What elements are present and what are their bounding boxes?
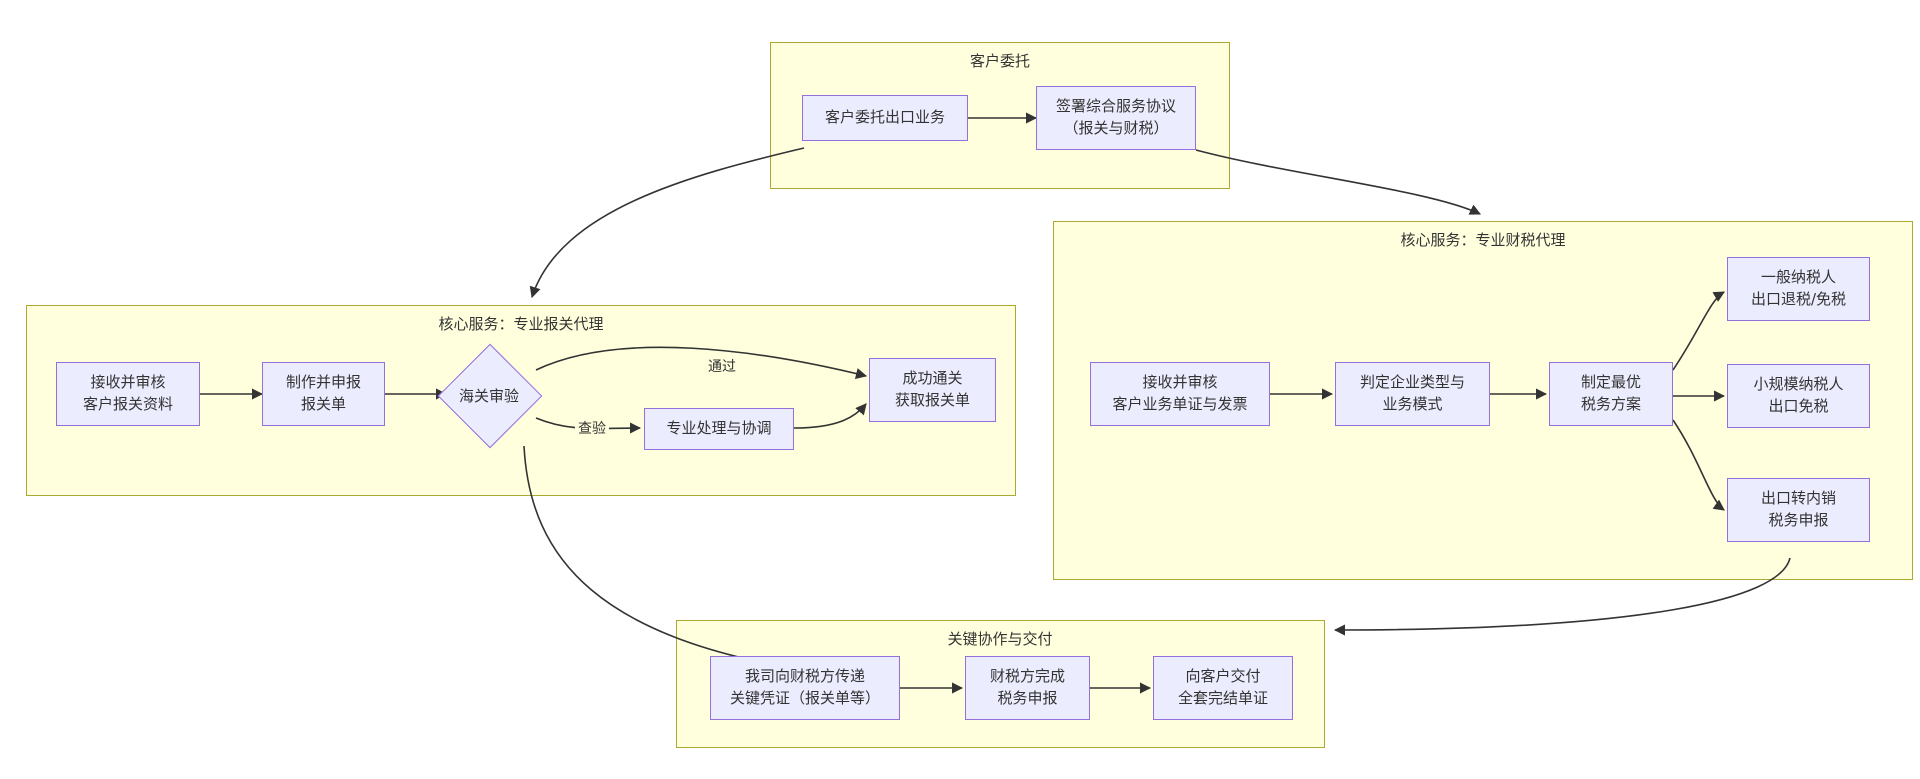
node-line: 税务申报 [997, 689, 1058, 707]
node-line: 客户报关资料 [82, 395, 173, 413]
edge-label-pass: 通过 [705, 356, 739, 376]
node-line: 报关单 [300, 395, 346, 413]
cluster-label-tax-agency: 核心服务：专业财税代理 [1400, 231, 1566, 249]
node-line: 业务模式 [1382, 395, 1443, 413]
node-professional-handling[interactable]: 专业处理与协调 [644, 408, 794, 450]
node-line: 获取报关单 [894, 391, 970, 409]
node-receive-review-customs-docs[interactable]: 接收并审核 客户报关资料 [56, 362, 200, 426]
node-line: 客户委托出口业务 [824, 108, 945, 127]
node-line: 接收并审核 [1142, 373, 1218, 392]
node-line: 出口免税 [1768, 397, 1829, 415]
node-export-to-domestic-declare[interactable]: 出口转内销 税务申报 [1727, 478, 1870, 542]
node-tax-party-complete-filing[interactable]: 财税方完成 税务申报 [965, 656, 1090, 720]
node-line: 判定企业类型与 [1359, 373, 1465, 392]
node-line: 税务申报 [1768, 511, 1829, 529]
node-determine-company-type[interactable]: 判定企业类型与 业务模式 [1335, 362, 1490, 426]
node-line: 一般纳税人 [1760, 268, 1836, 287]
node-line: 关键凭证（报关单等） [729, 689, 880, 707]
node-line: 制作并申报 [285, 373, 361, 392]
node-successful-clearance[interactable]: 成功通关 获取报关单 [869, 358, 996, 422]
edge-n2-n8 [1195, 149, 1482, 215]
node-line: 出口转内销 [1760, 489, 1836, 508]
node-line: 海关审验 [458, 386, 519, 405]
node-line: 成功通关 [902, 369, 963, 388]
node-deliver-final-documents[interactable]: 向客户交付 全套完结单证 [1153, 656, 1293, 720]
node-line: 向客户交付 [1185, 667, 1261, 686]
node-receive-review-business-docs[interactable]: 接收并审核 客户业务单证与发票 [1090, 362, 1270, 426]
node-prepare-declare-form[interactable]: 制作并申报 报关单 [262, 362, 385, 426]
node-line: 接收并审核 [90, 373, 166, 392]
cluster-label-customs-agency: 核心服务：专业报关代理 [438, 315, 604, 333]
node-line: 我司向财税方传递 [744, 667, 865, 686]
node-sign-service-agreement[interactable]: 签署综合服务协议 （报关与财税） [1036, 86, 1196, 150]
node-line: 出口退税/免税 [1750, 290, 1847, 308]
node-customs-inspection-decision[interactable]: 海关审验 [437, 343, 543, 449]
node-client-entrust-export[interactable]: 客户委托出口业务 [802, 95, 968, 141]
node-line: 制定最优 [1580, 373, 1641, 392]
node-line: 专业处理与协调 [666, 419, 772, 438]
node-line: 客户业务单证与发票 [1112, 395, 1248, 413]
node-line: 签署综合服务协议 [1055, 97, 1176, 116]
node-small-taxpayer-exempt[interactable]: 小规模纳税人 出口免税 [1727, 364, 1870, 428]
cluster-label-client-entrust: 客户委托 [969, 52, 1031, 70]
node-line: （报关与财税） [1063, 119, 1169, 137]
node-line: 小规模纳税人 [1753, 375, 1844, 394]
edge-label-inspect: 查验 [575, 418, 609, 438]
node-line: 税务方案 [1580, 395, 1641, 413]
node-line: 财税方完成 [989, 667, 1065, 686]
node-line: 全套完结单证 [1177, 689, 1268, 707]
node-general-taxpayer-refund[interactable]: 一般纳税人 出口退税/免税 [1727, 257, 1870, 321]
cluster-label-delivery: 关键协作与交付 [947, 630, 1053, 648]
node-optimal-tax-plan[interactable]: 制定最优 税务方案 [1549, 362, 1673, 426]
edge-n2-n3 [529, 147, 805, 299]
node-transfer-key-documents[interactable]: 我司向财税方传递 关键凭证（报关单等） [710, 656, 900, 720]
